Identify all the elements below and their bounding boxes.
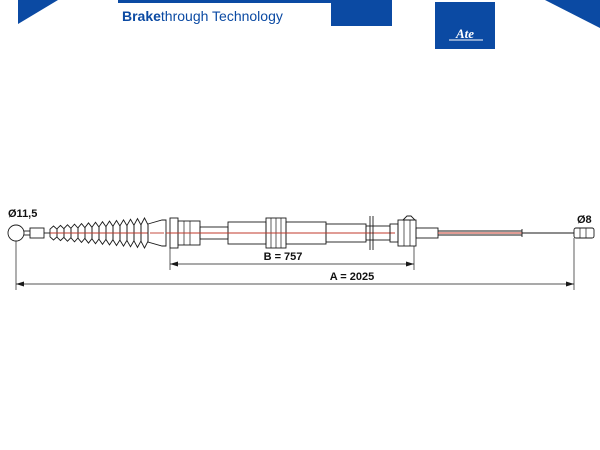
brand-title-rest: through Technology	[161, 8, 283, 24]
header-right-triangle	[545, 0, 600, 28]
right-fitting-cap	[401, 215, 417, 221]
brand-title-bold: Brake	[122, 8, 161, 24]
brand-right-block	[331, 0, 392, 26]
left-diameter-label: Ø11,5	[8, 208, 37, 220]
dimension-a-arrow-right	[566, 281, 574, 287]
boot-taper	[147, 219, 167, 247]
dimension-a-label: A = 2025	[330, 271, 375, 283]
dimension-b-arrow-right	[406, 261, 414, 267]
header-banner: Brakethrough Technology Ate	[18, 0, 600, 49]
left-ball-end	[7, 224, 25, 242]
ate-logo-box	[435, 2, 495, 49]
dimensions: B = 757 A = 2025 Ø11,5 Ø8	[8, 208, 592, 290]
left-ferrule	[29, 227, 45, 239]
brand-underline	[118, 0, 331, 3]
ate-logo: Ate	[435, 2, 495, 49]
brand-title: Brakethrough Technology	[122, 8, 283, 24]
brand-bar	[118, 3, 331, 28]
dimension-a-arrow-left	[16, 281, 24, 287]
right-diameter-label: Ø8	[577, 214, 592, 226]
cable-assembly	[7, 215, 595, 250]
rubber-boot	[49, 217, 149, 249]
right-end-nipple	[573, 227, 595, 239]
right-fitting-body	[397, 219, 417, 247]
header-left-triangle	[18, 0, 58, 24]
right-fitting-tail	[415, 227, 439, 239]
ate-logo-text: Ate	[455, 26, 474, 41]
dimension-b-arrow-left	[170, 261, 178, 267]
dimension-b-label: B = 757	[264, 251, 303, 263]
